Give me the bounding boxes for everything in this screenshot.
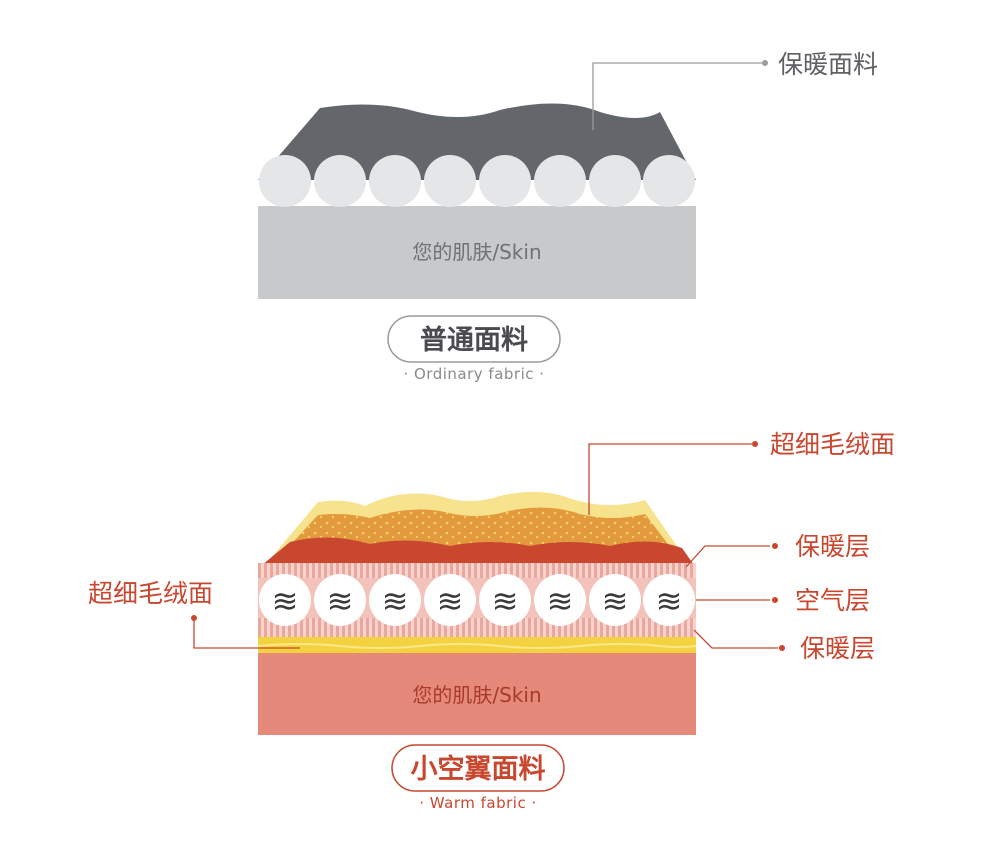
air-wave-icon: ≋ xyxy=(602,582,629,620)
ordinary-fiber-circles xyxy=(259,155,695,207)
ordinary-callout-line xyxy=(592,62,762,130)
warm-upper-stripe-band xyxy=(258,563,696,578)
warm-callout-line-warm-1 xyxy=(685,545,770,568)
warm-yellow-wave xyxy=(257,643,697,649)
air-wave-icon: ≋ xyxy=(437,582,464,620)
ordinary-fabric-diagram: 您的肌肤/Skin 保暖面料 普通面料 · Ordinary fabric · xyxy=(258,50,878,383)
warm-callout-dot-warm-1 xyxy=(772,543,778,549)
warm-air-circle xyxy=(534,574,586,626)
warm-subtitle: · Warm fabric · xyxy=(419,794,537,812)
air-wave-icon: ≋ xyxy=(327,582,354,620)
warm-callout-line-fleece-left xyxy=(193,618,300,649)
warm-callout-fleece-top: 超细毛绒面 xyxy=(770,430,895,459)
ordinary-fiber-circle xyxy=(534,155,586,207)
warm-skin-block xyxy=(258,653,696,735)
ordinary-fiber-circle xyxy=(314,155,366,207)
warm-callout-warm-layer-1: 保暖层 xyxy=(795,532,870,561)
air-wave-icon: ≋ xyxy=(272,582,299,620)
ordinary-subtitle: · Ordinary fabric · xyxy=(403,365,544,383)
ordinary-callout-dot xyxy=(762,60,768,66)
warm-callout-dot-fleece-top xyxy=(752,441,758,447)
warm-title-pill xyxy=(391,744,565,792)
ordinary-callout-label: 保暖面料 xyxy=(778,50,878,79)
air-wave-icon: ≋ xyxy=(382,582,409,620)
warm-callout-fleece-left: 超细毛绒面 xyxy=(88,579,213,608)
ordinary-fiber-circle xyxy=(369,155,421,207)
warm-lower-stripe-band xyxy=(258,618,696,638)
warm-air-circles: ≋ ≋ ≋ ≋ ≋ ≋ ≋ ≋ xyxy=(259,574,695,626)
ordinary-warm-fabric-layer xyxy=(258,103,696,180)
warm-callout-dot-air xyxy=(772,597,778,603)
ordinary-skin-block xyxy=(258,206,696,299)
air-wave-icon: ≋ xyxy=(656,582,683,620)
warm-skin-label: 您的肌肤/Skin xyxy=(412,683,541,707)
air-wave-icon: ≋ xyxy=(547,582,574,620)
ordinary-skin-label: 您的肌肤/Skin xyxy=(412,240,541,264)
warm-air-circle xyxy=(369,574,421,626)
air-wave-icon: ≋ xyxy=(492,582,519,620)
warm-air-circle xyxy=(314,574,366,626)
warm-upper-warm-layer xyxy=(262,537,694,565)
warm-fabric-diagram: 您的肌肤/Skin ≋ ≋ ≋ ≋ ≋ ≋ ≋ ≋ 超细毛绒面 保暖层 xyxy=(88,430,895,812)
warm-air-circle xyxy=(424,574,476,626)
warm-air-circle xyxy=(589,574,641,626)
warm-title: 小空翼面料 xyxy=(411,753,546,785)
ordinary-fiber-circle xyxy=(589,155,641,207)
warm-air-circle xyxy=(643,574,695,626)
warm-callout-line-fleece-top xyxy=(588,443,752,515)
warm-callout-warm-layer-2: 保暖层 xyxy=(800,634,875,663)
ordinary-title-pill xyxy=(387,315,561,363)
ordinary-fiber-circle xyxy=(424,155,476,207)
ordinary-fiber-circle xyxy=(259,155,311,207)
warm-air-circle xyxy=(259,574,311,626)
ordinary-title: 普通面料 xyxy=(420,324,528,356)
warm-callout-dot-warm-2 xyxy=(779,645,785,651)
warm-callout-line-warm-2 xyxy=(693,629,778,649)
warm-air-circle xyxy=(479,574,531,626)
ordinary-fiber-circle xyxy=(643,155,695,207)
ordinary-fiber-circle xyxy=(479,155,531,207)
warm-callout-air-layer: 空气层 xyxy=(795,586,870,615)
